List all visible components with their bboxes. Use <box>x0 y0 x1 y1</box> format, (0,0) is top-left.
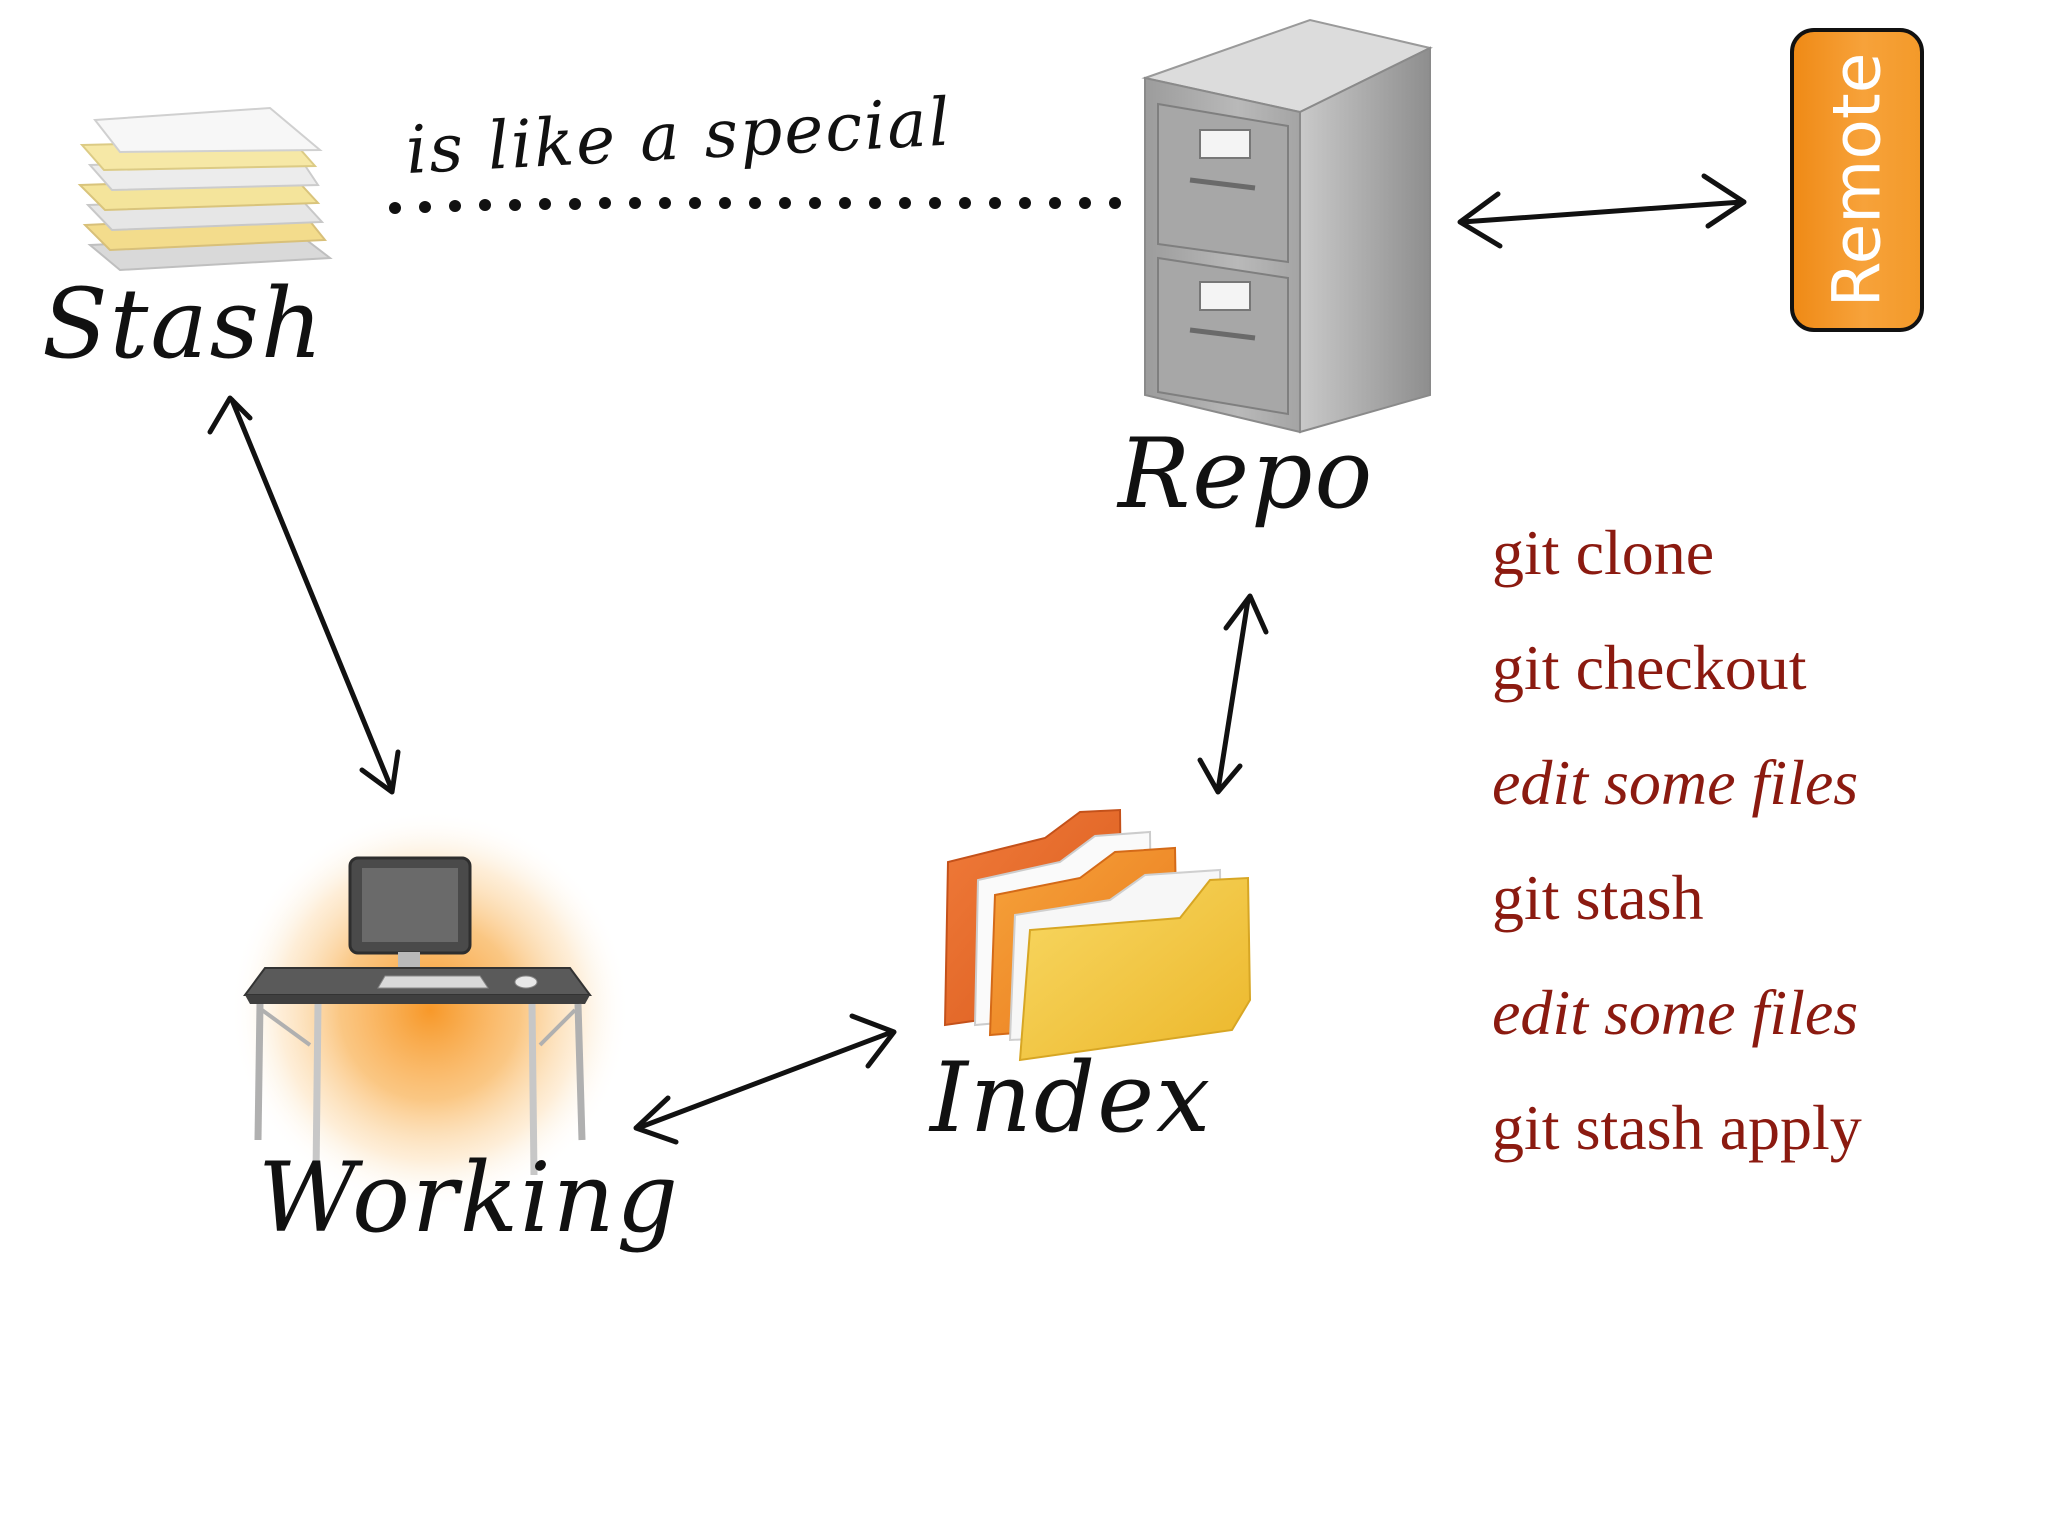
command-item: git clone <box>1492 517 1715 588</box>
arrow-working-index <box>633 1013 897 1145</box>
index-label: Index <box>930 1042 1213 1154</box>
remote-box: Remote <box>1790 28 1924 332</box>
dotted-connector <box>389 197 1121 214</box>
command-item: git stash apply <box>1492 1092 1862 1163</box>
command-item: git stash <box>1492 862 1704 933</box>
command-item: edit some files <box>1492 977 1859 1048</box>
command-item: edit some files <box>1492 747 1859 818</box>
repo-label: Repo <box>1118 418 1375 530</box>
desk-computer-icon <box>230 810 630 1210</box>
arrow-repo-remote <box>1457 173 1747 249</box>
command-list: git clone git checkout edit some files g… <box>1492 508 1862 1198</box>
file-cabinet-icon <box>1141 18 1433 434</box>
folders-icon <box>943 808 1252 1062</box>
remote-label: Remote <box>1818 52 1896 308</box>
arrow-stash-working <box>207 395 401 795</box>
stash-label: Stash <box>42 268 325 380</box>
command-item: git checkout <box>1492 632 1807 703</box>
paper-stack-icon <box>77 106 333 272</box>
working-label: Working <box>258 1142 680 1254</box>
arrow-index-repo <box>1197 593 1269 795</box>
